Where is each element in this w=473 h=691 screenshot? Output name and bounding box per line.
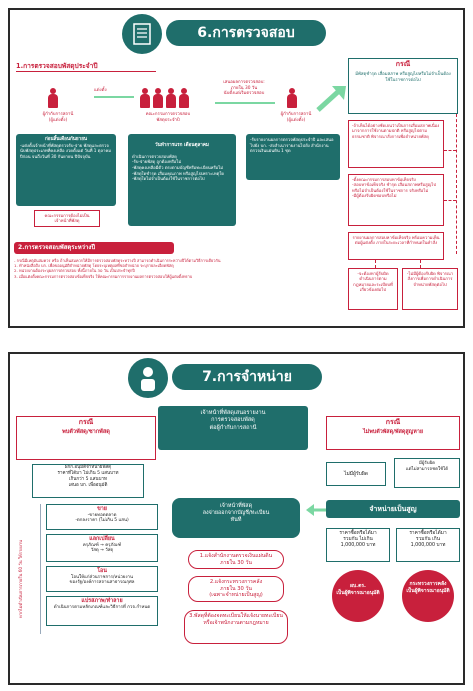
officer-icon (128, 358, 168, 398)
approve-disposal-box: ผกก.อนุมัติจำหน่ายพัสดุ ราคาที่ได้มา ไม่… (32, 464, 144, 498)
actor-committee: คณะกรรมการตรวจสอบ พัสดุประจำปี (145, 112, 191, 123)
section-header-midyear: 2.การตรวจสอบพัสดุระหว่างปี (14, 242, 174, 254)
police-chief-approval-circle: ผบ.ตร. เป็นผู้พิจารณาอนุมัติ (332, 570, 384, 622)
person-icon (140, 88, 150, 108)
connector-line (40, 504, 41, 634)
fact-finding-box: -ตั้งคณะกรรมการสอบหาข้อเท็จจริง -สอบหาข้… (348, 174, 444, 226)
disposal-panel: 7.การจำหน่าย เจ้าหน้าที่พัสดุเสนอรายงาน … (8, 352, 465, 685)
connector-line (444, 200, 456, 201)
method-exchange: แลกเปลี่ยน ครุภัณฑ์ → ครุภัณฑ์ วัสดุ → ว… (46, 534, 158, 562)
method-transfer: โอน โอนให้แก่ส่วนราชการ/หน่วยงาน ของรัฐ/… (46, 566, 158, 592)
arrow-icon (316, 86, 346, 112)
not-found-case-box: กรณี ไม่พบตัวพัสดุ/พัสดุสูญหาย (326, 416, 460, 450)
person-icon (179, 88, 189, 108)
price-over-threshold-box: ราคาซื้อหรือได้มา รวมกัน เกิน 1,000,000 … (396, 528, 460, 562)
section-header-annual: 1.การตรวจสอบพัสดุประจำปี (16, 60, 156, 72)
first-day-october-box: วันทำการแรก เดือนตุลาคม ดำเนินการตรวจสอบ… (128, 134, 236, 226)
arrow-line (94, 96, 134, 98)
liable-box: -จะต้องหาผู้รับผิดดำเนินการตามกฎหมายและร… (348, 268, 398, 310)
connector-line (420, 260, 421, 268)
page-title: 6.การตรวจสอบ (166, 20, 326, 46)
case-box: กรณี มีพัสดุชำรุด เสื่อมสภาพ หรือสูญไปหร… (348, 58, 458, 114)
connector-line (444, 150, 456, 151)
committee-note: คณะกรรมการต้องไม่เป็น เจ้าหน้าที่พัสดุ (34, 210, 100, 227)
no-liable-box: ไม่มีผู้รับผิด (326, 462, 386, 486)
person-icon (287, 88, 297, 108)
actor-chief: ผู้กำกับการสถานี (ผู้แต่งตั้ง) (42, 112, 74, 123)
report-to-chief-box: เจ้าหน้าที่พัสดุเสนอรายงาน การตรวจสอบพัส… (158, 406, 308, 450)
receive-report-box: -รับรายงานผลการตรวจพัสดุประจำปี และเสนอไ… (246, 134, 340, 180)
liable-cannot-pay-box: มีผู้รับผิด แต่ไม่สามารถชดใช้ได้ (394, 458, 460, 488)
arrow-icon (306, 504, 326, 516)
deadline-side-label: หากไม่ดำเนินการภายใน 60 วัน ให้รายงาน (18, 540, 23, 619)
checklist-icon (122, 14, 162, 54)
appoint-label: แต่งตั้ง (94, 88, 107, 93)
step-notify-audit: 1.แจ้งสำนักงานตรวจเงินแผ่นดิน ภายใน 30 ว… (188, 550, 284, 570)
midyear-notes: - กรณีมีเหตุอันสมควร หรือ ถ้าเห็นสมควรให… (14, 258, 221, 279)
before-september-box: ก่อนสิ้นเดือนกันยายน -แต่งตั้งเจ้าหน้าที… (16, 134, 116, 206)
person-icon (166, 88, 176, 108)
connector-line (375, 260, 376, 268)
report-deadline-label: เสนอผลการตรวจสอบ: ภายใน 30 วัน นับตั้งแต… (223, 80, 265, 97)
finance-ministry-approval-circle: กระทรวงการคลัง เป็นผู้พิจารณาอนุมัติ (402, 570, 454, 622)
step-notify-registrar: 3.พัสดุที่ต้องจดทะเบียนให้แจ้งนายทะเบียน… (184, 610, 288, 644)
fact-report-box: รายงานผลการสอบหาข้อเท็จจริง พร้อมความเห็… (348, 232, 444, 260)
person-icon (48, 88, 58, 108)
connector-line (456, 114, 457, 254)
actor-chief-2: ผู้กำกับการสถานี (ผู้แต่งตั้ง) (280, 112, 312, 123)
method-destroy: แปรสภาพ/ทำลาย ดำเนินการตามหลักเกณฑ์และวิ… (46, 596, 158, 626)
method-sell: ขาย -ขายทอดตลาด -ตกลงราคา (ไม่เกิน 5 แสน… (46, 504, 158, 530)
write-off-label: จำหน่ายเป็นสูญ (326, 500, 460, 518)
normal-deterioration-box: -ถ้าเห็นได้อย่างชัดเจนว่าเป็นการเสื่อมสภ… (348, 120, 444, 168)
page-title: 7.การจำหน่าย (172, 364, 322, 390)
inspection-panel: 6.การตรวจสอบ 1.การตรวจสอบพัสดุประจำปี ผู… (8, 8, 465, 328)
write-off-register-pill: เจ้าหน้าที่พัสดุ ลงจ่ายออกจากบัญชี/ทะเบี… (172, 498, 300, 538)
found-case-box: กรณี พบตัวพัสดุ/ซากพัสดุ (16, 416, 156, 460)
arrow-line (215, 102, 275, 104)
price-under-threshold-box: ราคาซื้อหรือได้มา รวมกัน ไม่เกิน 1,000,0… (326, 528, 390, 562)
step-notify-finance: 2.แจ้งกระทรวงการคลัง ภายใน 30 วัน (เฉพาะ… (188, 576, 284, 602)
not-liable-box: -ไม่มีผู้ต้องรับผิด พิจารณาสั่งการเพื่อก… (402, 268, 458, 310)
person-icon (153, 88, 163, 108)
